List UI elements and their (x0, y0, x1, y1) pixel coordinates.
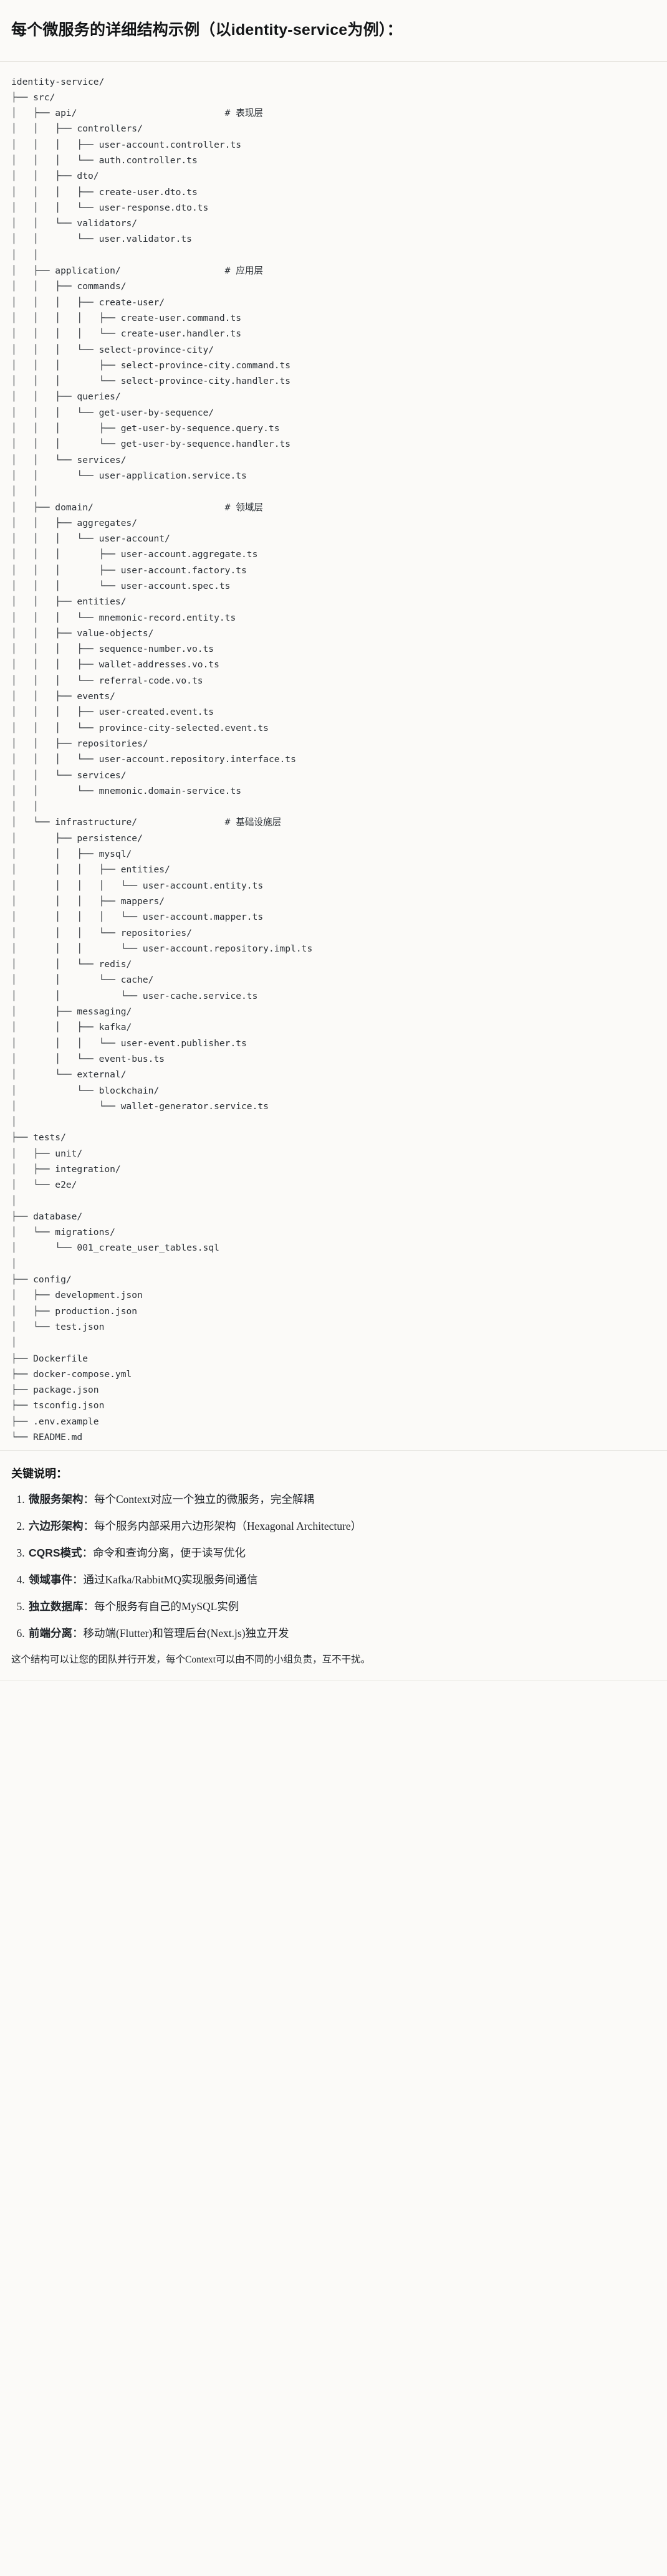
keypoint-separator: ： (72, 1627, 84, 1640)
keypoint-separator: ： (72, 1573, 84, 1586)
keypoint-description: 移动端(Flutter)和管理后台(Next.js)独立开发 (83, 1627, 289, 1640)
keypoint-description: 每个服务有自己的MySQL实例 (94, 1600, 239, 1613)
keypoint-description: 每个Context对应一个独立的微服务，完全解耦 (94, 1493, 314, 1506)
keypoint-item: 六边形架构：每个服务内部采用六边形架构（Hexagonal Architectu… (27, 1517, 656, 1535)
keypoint-item: 领域事件：通过Kafka/RabbitMQ实现服务间通信 (27, 1571, 656, 1588)
title-divider (0, 60, 667, 62)
keypoints-list: 微服务架构：每个Context对应一个独立的微服务，完全解耦六边形架构：每个服务… (11, 1491, 656, 1642)
keypoint-term: 前端分离 (29, 1627, 72, 1640)
keypoint-separator: ： (83, 1520, 95, 1533)
keypoints-heading: 关键说明： (11, 1467, 67, 1481)
keypoints-section: 关键说明： 微服务架构：每个Context对应一个独立的微服务，完全解耦六边形架… (0, 1451, 667, 1668)
keypoint-item: 前端分离：移动端(Flutter)和管理后台(Next.js)独立开发 (27, 1624, 656, 1642)
keypoint-description: 通过Kafka/RabbitMQ实现服务间通信 (83, 1573, 258, 1586)
keypoint-term: 独立数据库 (29, 1600, 84, 1613)
document-page: 每个微服务的详细结构示例（以identity-service为例）： ident… (0, 10, 667, 2576)
keypoint-item: 微服务架构：每个Context对应一个独立的微服务，完全解耦 (27, 1491, 656, 1508)
keypoint-separator: ： (83, 1600, 95, 1613)
closing-note: 这个结构可以让您的团队并行开发，每个Context可以由不同的小组负责，互不干扰… (11, 1654, 371, 1666)
tree-bottom-divider (0, 1450, 667, 1451)
keypoint-description: 命令和查询分离，便于读写优化 (93, 1547, 246, 1560)
directory-tree: identity-service/ ├── src/ │ ├── api/ # … (11, 76, 313, 1443)
keypoint-item: CQRS模式：命令和查询分离，便于读写优化 (27, 1544, 656, 1562)
keypoint-term: CQRS模式 (29, 1547, 82, 1560)
keypoint-term: 领域事件 (29, 1573, 72, 1586)
keypoint-separator: ： (82, 1547, 94, 1560)
keypoint-separator: ： (83, 1493, 95, 1506)
keypoint-term: 微服务架构 (29, 1493, 84, 1506)
keypoint-term: 六边形架构 (29, 1520, 84, 1533)
keypoint-description: 每个服务内部采用六边形架构（Hexagonal Architecture） (94, 1520, 362, 1533)
keypoint-item: 独立数据库：每个服务有自己的MySQL实例 (27, 1598, 656, 1615)
page-title: 每个微服务的详细结构示例（以identity-service为例）： (11, 21, 403, 39)
directory-tree-block: identity-service/ ├── src/ │ ├── api/ # … (0, 62, 667, 1451)
